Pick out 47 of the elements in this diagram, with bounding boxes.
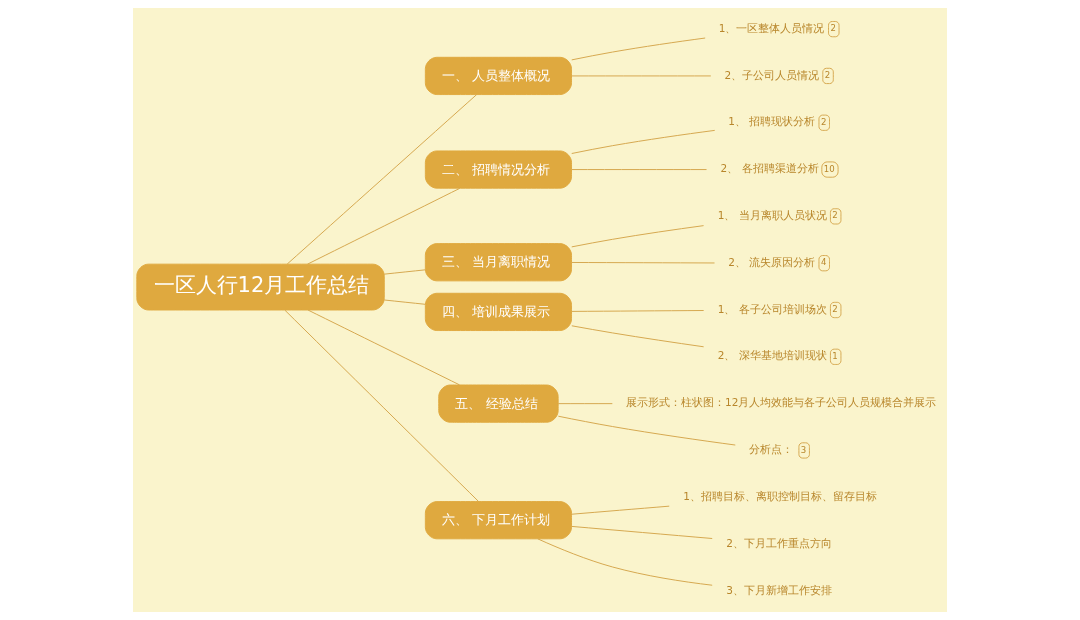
connector xyxy=(557,403,613,405)
connector xyxy=(557,415,736,446)
node-box: 一区人行12月工作总结 xyxy=(136,263,385,311)
node-text: 1、招聘目标、离职控制目标、留存目标 xyxy=(683,489,877,502)
node-label: 2、子公司人员情况 xyxy=(724,68,820,81)
connector xyxy=(571,225,705,248)
connector xyxy=(383,299,426,305)
connector xyxy=(571,262,715,264)
node-box: 2 xyxy=(828,21,840,38)
node-box: 4 xyxy=(818,255,830,272)
connector xyxy=(571,325,705,348)
node-label: 1、 当月离职人员状况 xyxy=(717,209,827,222)
connector xyxy=(286,94,478,265)
node-label: 2、 流失原因分析 xyxy=(728,255,816,268)
node-text: 展示形式：柱状图：12月人均效能与各子公司人员规模合并展示 xyxy=(625,396,937,409)
node-box: 三、 当月离职情况 xyxy=(424,243,572,282)
node-label: 1、 各子公司培训场次 xyxy=(717,302,827,315)
connector xyxy=(537,538,713,586)
node-text: 3、下月新增工作安排 xyxy=(726,583,832,596)
connector xyxy=(571,37,706,61)
node-label: 2、 深华基地培训现状 xyxy=(717,349,827,362)
node-box: 二、 招聘情况分析 xyxy=(424,150,572,189)
node-box: 2 xyxy=(818,114,830,131)
node-box: 2 xyxy=(829,208,842,225)
node-label: 1、一区整体人员情况 xyxy=(718,21,825,34)
node-label: 分析点： xyxy=(749,443,794,456)
connector xyxy=(571,169,708,171)
node-text: 2、下月工作重点方向 xyxy=(726,536,832,549)
connector xyxy=(571,129,716,154)
connector xyxy=(383,269,426,275)
connector xyxy=(571,310,705,312)
node-box: 2 xyxy=(829,301,842,319)
node-label: 2、 各招聘渠道分析 xyxy=(720,162,819,175)
connector xyxy=(571,75,712,77)
node-box: 六、 下月工作计划 xyxy=(424,501,572,540)
node-box: 3 xyxy=(798,442,810,459)
connector xyxy=(307,187,461,265)
node-box: 四、 培训成果展示 xyxy=(424,292,572,332)
node-box: 五、 经验总结 xyxy=(438,384,559,423)
node-box: 2 xyxy=(822,67,834,85)
node-box: 一、 人员整体概况 xyxy=(424,56,572,96)
node-box: 1 xyxy=(829,348,842,365)
connector xyxy=(284,309,479,502)
node-label: 1、 招聘现状分析 xyxy=(728,115,816,128)
connector xyxy=(571,525,713,539)
connector xyxy=(307,309,460,386)
connector xyxy=(571,505,670,515)
